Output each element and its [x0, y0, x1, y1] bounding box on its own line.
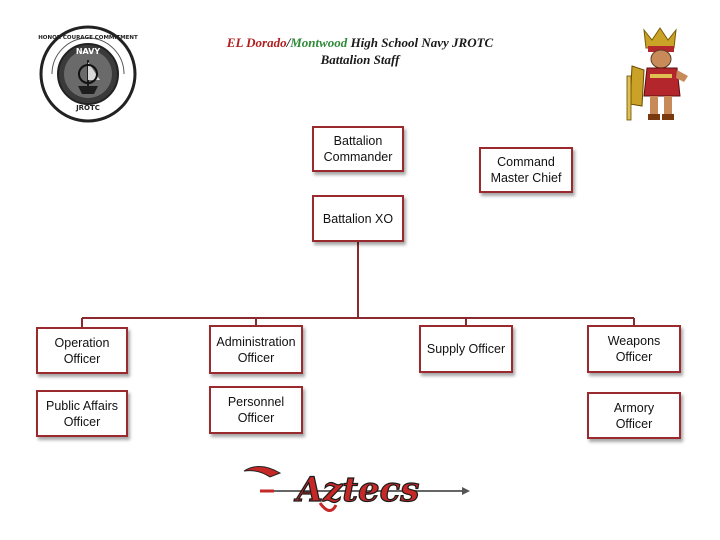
armory-officer-box: Armory Officer: [587, 392, 681, 439]
battalion-commander-box: Battalion Commander: [312, 126, 404, 172]
title-rest: High School Navy JROTC: [347, 35, 494, 50]
aztecs-logo: Aztecs: [243, 466, 470, 512]
aztecs-logo-text: Aztecs: [294, 470, 420, 510]
svg-text:JROTC: JROTC: [75, 104, 100, 112]
public-affairs-officer-box: Public Affairs Officer: [36, 390, 128, 437]
school-name-green: Montwood: [290, 35, 348, 50]
chart-subtitle: Battalion Staff: [320, 52, 400, 67]
svg-text:NAVY: NAVY: [76, 47, 101, 56]
aztec-warrior-mascot-icon: [626, 27, 688, 121]
weapons-officer-box: Weapons Officer: [587, 325, 681, 373]
title-line: EL Dorado/Montwood High School Navy JROT…: [150, 34, 570, 51]
chart-title: EL Dorado/Montwood High School Navy JROT…: [150, 34, 570, 68]
svg-text:HONOR COURAGE COMMITMENT: HONOR COURAGE COMMITMENT: [38, 35, 138, 41]
battalion-xo-box: Battalion XO: [312, 195, 404, 242]
operation-officer-box: Operation Officer: [36, 327, 128, 374]
supply-officer-box: Supply Officer: [419, 325, 513, 373]
navy-jrotc-emblem: NAVY JROTC HONOR COURAGE COMMITMENT: [38, 25, 138, 123]
command-master-chief-box: Command Master Chief: [479, 147, 573, 193]
title-slash: /: [286, 35, 291, 50]
school-name-red: EL Dorado: [226, 35, 287, 50]
administration-officer-box: Administration Officer: [209, 325, 303, 374]
personnel-officer-box: Personnel Officer: [209, 386, 303, 434]
